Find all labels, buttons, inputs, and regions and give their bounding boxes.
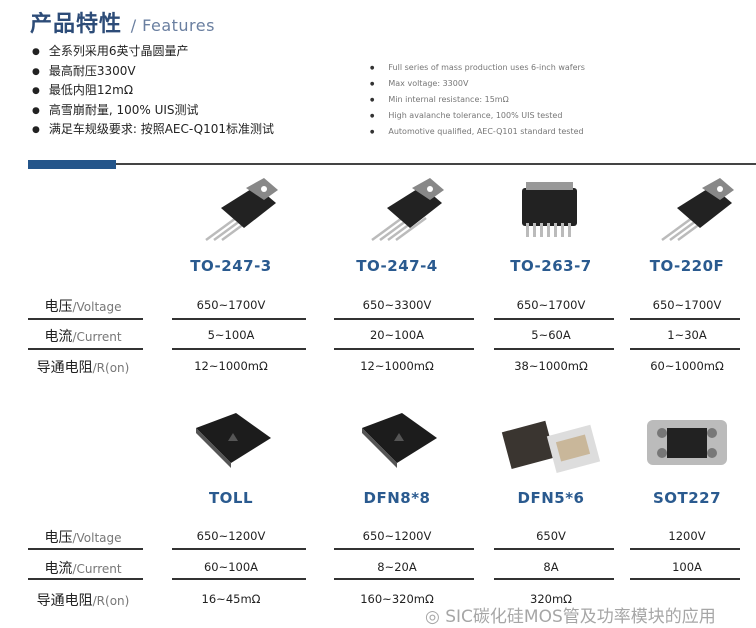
package-image — [342, 408, 452, 478]
row-label-cn: 电流 — [44, 329, 73, 345]
feature-en: High avalanche tolerance, 100% UIS teste… — [370, 108, 585, 124]
package-name: TO-247-3 — [190, 257, 272, 275]
package-image — [632, 408, 742, 478]
row-divider — [630, 318, 740, 320]
cell-current: 5~100A — [207, 328, 255, 342]
row-label: 导通电阻/R(on) — [28, 590, 138, 610]
cell-voltage: 1200V — [668, 529, 706, 543]
row-label: 电压/Voltage — [28, 296, 138, 316]
row-divider — [630, 578, 740, 580]
feature-cn: 最高耐压3300V — [32, 62, 274, 82]
row-label-cn: 导通电阻 — [36, 360, 93, 376]
row-divider — [172, 318, 306, 320]
row-divider — [494, 548, 614, 550]
features-cn-list: 全系列采用6英寸晶圆量产 最高耐压3300V 最低内阻12mΩ 高雪崩耐量, 1… — [32, 42, 274, 140]
row-divider — [28, 578, 143, 580]
row-label-en: /Voltage — [72, 300, 122, 314]
cell-voltage: 650~3300V — [362, 298, 432, 312]
package-image — [632, 178, 742, 248]
cell-ron: 12~1000mΩ — [360, 359, 434, 373]
package-image — [176, 178, 286, 248]
feature-en: Automotive qualified, AEC-Q101 standard … — [370, 124, 585, 140]
row-label-en: /Current — [72, 330, 122, 344]
row-divider — [28, 348, 143, 350]
watermark: ◎ SIC碳化硅MOS管及功率模块的应用 — [425, 607, 716, 627]
cell-voltage: 650~1700V — [196, 298, 266, 312]
row-divider — [334, 348, 474, 350]
row-divider — [172, 578, 306, 580]
cell-current: 60~100A — [203, 560, 259, 574]
package-name: TO-263-7 — [510, 257, 592, 275]
cell-current: 20~100A — [369, 328, 425, 342]
row-label: 电流/Current — [28, 326, 138, 346]
feature-cn: 最低内阻12mΩ — [32, 81, 274, 101]
package-image — [496, 178, 606, 248]
cell-current: 100A — [672, 560, 702, 574]
row-label: 电压/Voltage — [28, 527, 138, 547]
row-divider — [172, 348, 306, 350]
cell-current: 5~60A — [531, 328, 571, 342]
row-divider — [28, 548, 143, 550]
row-divider — [630, 348, 740, 350]
row-label-cn: 电流 — [44, 561, 73, 577]
cell-ron: 38~1000mΩ — [514, 359, 588, 373]
row-label-en: /R(on) — [92, 594, 130, 608]
package-name: SOT227 — [652, 489, 722, 507]
features-en-list: Full series of mass production uses 6-in… — [370, 60, 585, 140]
row-label-cn: 电压 — [44, 299, 73, 315]
page-title: 产品特性 / Features — [30, 6, 215, 38]
row-label-cn: 导通电阻 — [36, 593, 93, 609]
row-divider — [334, 548, 474, 550]
cell-ron: 16~45mΩ — [201, 592, 261, 606]
row-divider — [334, 318, 474, 320]
cell-ron: 320mΩ — [530, 592, 572, 606]
cell-voltage: 650~1700V — [652, 298, 722, 312]
package-name: TO-247-4 — [356, 257, 438, 275]
package-name: TOLL — [208, 489, 254, 507]
cell-ron: 12~1000mΩ — [194, 359, 268, 373]
title-en: / Features — [130, 16, 215, 35]
section-accent-bar — [28, 160, 116, 169]
cell-voltage: 650~1700V — [516, 298, 586, 312]
cell-voltage: 650~1200V — [196, 529, 266, 543]
package-image — [496, 408, 606, 478]
feature-cn: 满足车规级要求: 按照AEC-Q101标准测试 — [32, 120, 274, 140]
row-label: 电流/Current — [28, 558, 138, 578]
feature-en: Min internal resistance: 15mΩ — [370, 92, 585, 108]
feature-en: Max voltage: 3300V — [370, 76, 585, 92]
row-divider — [630, 548, 740, 550]
row-divider — [172, 548, 306, 550]
row-label: 导通电阻/R(on) — [28, 357, 138, 377]
row-label-en: /Voltage — [72, 531, 122, 545]
cell-ron: 60~1000mΩ — [650, 359, 724, 373]
row-divider — [494, 578, 614, 580]
row-divider — [494, 348, 614, 350]
feature-cn: 全系列采用6英寸晶圆量产 — [32, 42, 274, 62]
cell-current: 8~20A — [377, 560, 417, 574]
row-divider — [494, 318, 614, 320]
cell-voltage: 650V — [536, 529, 566, 543]
package-name: DFN8*8 — [363, 489, 431, 507]
row-divider — [334, 578, 474, 580]
package-name: DFN5*6 — [517, 489, 585, 507]
cell-ron: 160~320mΩ — [360, 592, 434, 606]
feature-cn: 高雪崩耐量, 100% UIS测试 — [32, 101, 274, 121]
cell-current: 8A — [543, 560, 559, 574]
watermark-text: SIC碳化硅MOS管及功率模块的应用 — [445, 607, 716, 627]
title-cn: 产品特性 — [30, 12, 123, 37]
row-label-en: /Current — [72, 562, 122, 576]
package-image — [176, 408, 286, 478]
cell-voltage: 650~1200V — [362, 529, 432, 543]
row-label-cn: 电压 — [44, 530, 73, 546]
feature-en: Full series of mass production uses 6-in… — [370, 60, 585, 76]
row-divider — [28, 318, 143, 320]
package-name: TO-220F — [649, 257, 725, 275]
row-label-en: /R(on) — [92, 361, 130, 375]
cell-current: 1~30A — [667, 328, 707, 342]
package-image — [342, 178, 452, 248]
section-divider — [116, 163, 756, 165]
